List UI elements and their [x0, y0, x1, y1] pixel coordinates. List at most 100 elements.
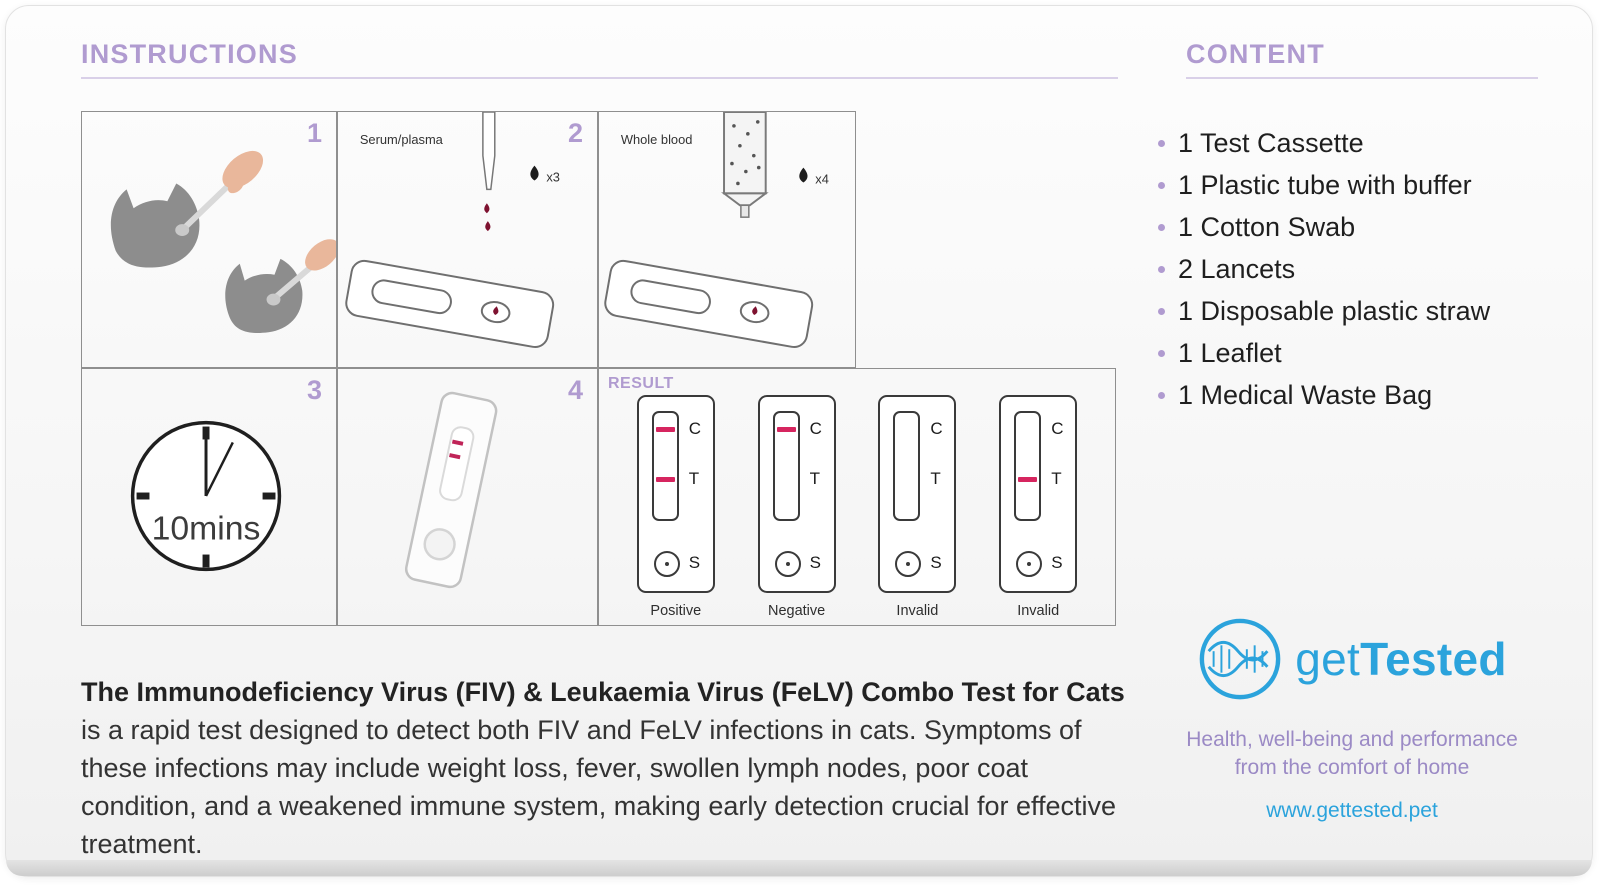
logo-get: get	[1295, 633, 1361, 685]
content-list-item: 1 Medical Waste Bag	[1158, 374, 1490, 416]
hand-1	[222, 150, 264, 194]
content-divider	[1186, 77, 1538, 79]
step-2-number: 2	[567, 118, 583, 148]
content-list-item: 1 Plastic tube with buffer	[1158, 164, 1490, 206]
serum-label: Serum/plasma	[360, 132, 444, 147]
tagline-line-1: Health, well-being and performance	[1186, 728, 1518, 751]
brand-website: www.gettested.pet	[1266, 798, 1438, 822]
content-list-item-label: 1 Plastic tube with buffer	[1178, 169, 1472, 200]
content-list-item: 2 Lancets	[1158, 248, 1490, 290]
cassette-result-label: Invalid	[896, 603, 939, 619]
blood-tube	[721, 112, 769, 218]
sample-well	[774, 551, 801, 577]
sample-well	[895, 551, 922, 577]
brand-block: getTested Health, well-being and perform…	[1156, 616, 1548, 823]
step-4-number: 4	[567, 375, 583, 405]
product-description: The Immunodeficiency Virus (FIV) & Leuka…	[81, 673, 1126, 863]
test-line	[655, 477, 675, 482]
test-letter: T	[688, 469, 700, 488]
bullet-dot	[1158, 307, 1165, 315]
test-letter: T	[1051, 469, 1062, 488]
drop-count-label: x3	[546, 169, 560, 184]
cassette-result-label: Negative	[767, 603, 826, 619]
cassette-result-label: Positive	[650, 603, 702, 619]
clock-hour-hand	[204, 441, 234, 497]
step-1-panel: 1	[81, 111, 337, 368]
control-line	[776, 427, 796, 432]
brand-tagline: Health, well-being and performance from …	[1186, 726, 1518, 783]
logo: getTested	[1197, 616, 1507, 702]
cat-head-1	[110, 183, 200, 268]
bullet-dot	[1158, 139, 1165, 147]
serum-dropper-illustration: Serum/plasma x3	[345, 112, 560, 349]
bullet-dot	[1158, 391, 1165, 399]
logo-tested: Tested	[1360, 633, 1507, 685]
cassette-window	[1014, 411, 1042, 521]
droplet-icon	[530, 165, 539, 181]
result-heading: RESULT	[608, 375, 674, 392]
cassette-window	[893, 411, 921, 521]
swab-tip-2	[266, 293, 281, 306]
card-bottom-edge	[6, 860, 1592, 876]
sample-well	[1016, 551, 1043, 577]
content-list: 1 Test Cassette 1 Plastic tube with buffe…	[1158, 122, 1490, 416]
content-list-item-label: 1 Disposable plastic straw	[1178, 295, 1491, 326]
bullet-dot	[1158, 223, 1165, 231]
droplet-icon	[799, 167, 808, 183]
content-heading: CONTENT	[1186, 39, 1325, 69]
test-letter: T	[930, 469, 941, 488]
content-list-item: 1 Disposable plastic straw	[1158, 290, 1490, 332]
control-letter: C	[930, 419, 943, 438]
swab-tip-1	[175, 224, 190, 237]
sample-letter: S	[809, 553, 821, 572]
control-letter: C	[688, 419, 702, 438]
control-letter: C	[809, 419, 822, 438]
sample-well	[653, 551, 680, 577]
leaflet-card: INSTRUCTIONS CONTENT 1 2 Serum/plasma	[5, 5, 1593, 877]
hand-2	[305, 239, 336, 271]
cassette-body: C T S	[999, 395, 1078, 593]
bullet-dot	[1158, 181, 1165, 189]
blood-drop	[485, 221, 491, 232]
content-list-item-label: 1 Test Cassette	[1178, 127, 1364, 158]
instructions-heading: INSTRUCTIONS	[81, 39, 298, 69]
drop-count-label: x4	[815, 171, 829, 186]
cat-head-2	[225, 258, 303, 334]
step-3-number: 3	[306, 375, 322, 405]
control-letter: C	[1051, 419, 1064, 438]
tagline-line-2: from the comfort of home	[1234, 756, 1470, 780]
step-4-panel: 4	[337, 368, 598, 626]
step-1-number: 1	[306, 118, 322, 148]
description-regular: is a rapid test designed to detect both …	[81, 715, 1117, 859]
description-bold: The Immunodeficiency Virus (FIV) & Leuka…	[81, 677, 1125, 707]
test-cassette-drawing	[345, 259, 555, 349]
bullet-dot	[1158, 349, 1165, 357]
result-cassette: C T S Invalid	[861, 395, 973, 619]
cassette-body: C T S	[878, 395, 957, 593]
step-3-panel: 3 10mins	[81, 368, 337, 626]
cassette-photo-illustration	[404, 391, 498, 589]
pipette	[482, 112, 496, 191]
cassette-window	[651, 411, 679, 521]
blood-drop	[484, 203, 490, 214]
content-list-item: 1 Test Cassette	[1158, 122, 1490, 164]
content-list-item: 1 Cotton Swab	[1158, 206, 1490, 248]
test-line	[1018, 477, 1038, 482]
cat-swab-illustration	[110, 150, 336, 334]
whole-blood-illustration: Whole blood x4	[604, 112, 829, 349]
result-cassette: C T S Negative	[741, 395, 853, 619]
clock-illustration: 10mins	[130, 420, 282, 572]
content-list-item-label: 1 Leaflet	[1178, 337, 1282, 368]
content-list-item-label: 2 Lancets	[1178, 253, 1296, 284]
test-letter: T	[809, 469, 820, 488]
wait-time-label: 10mins	[152, 510, 261, 548]
content-list-item: 1 Leaflet	[1158, 332, 1490, 374]
sample-letter: S	[1051, 553, 1063, 572]
logo-wordmark: getTested	[1295, 632, 1507, 686]
sample-letter: S	[930, 553, 942, 572]
